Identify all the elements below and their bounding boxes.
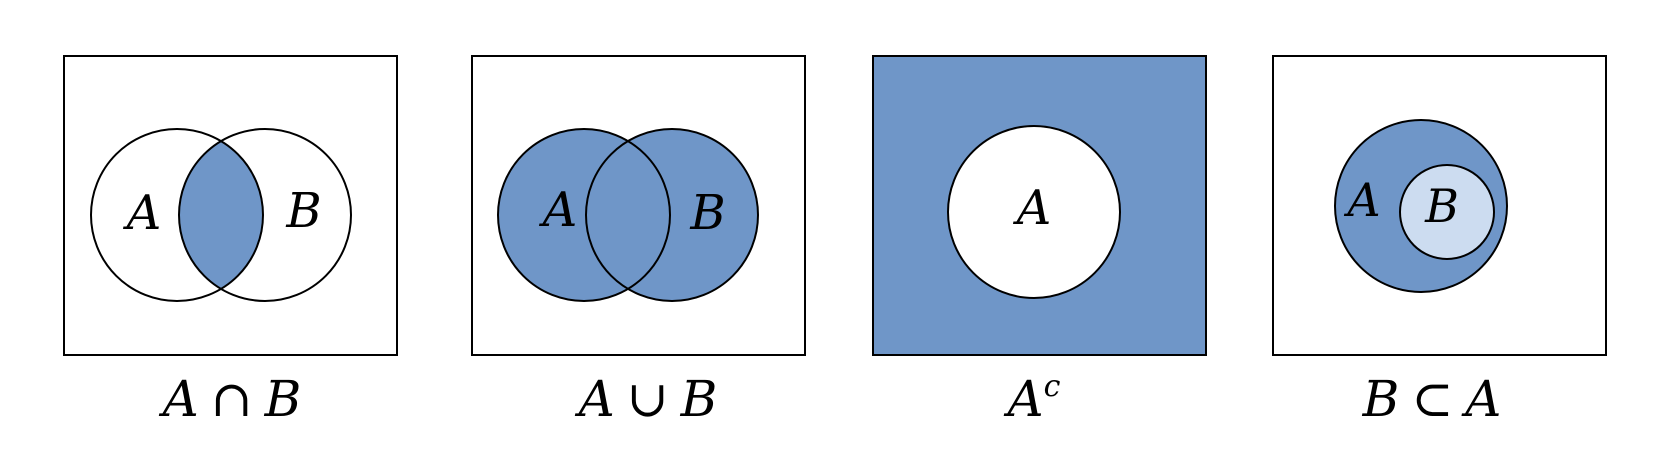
caption-operator: ⊂ (1411, 370, 1453, 428)
set-b-label: B (285, 183, 321, 239)
panel-complement: A Ac (872, 55, 1207, 428)
set-a-circle (497, 128, 671, 302)
set-b-label: B (689, 185, 725, 241)
set-b-circle (1399, 164, 1495, 260)
caption-subset: B⊂A (1362, 370, 1502, 428)
caption-superscript: c (1044, 369, 1061, 404)
set-b-fill (586, 129, 758, 301)
caption-left: B (1362, 370, 1400, 428)
set-b-circle (585, 128, 759, 302)
set-a-label: A (1013, 180, 1052, 236)
caption-left: A (159, 370, 199, 428)
caption-operator: ∩ (211, 370, 253, 428)
set-b-label: B (1424, 179, 1459, 233)
set-a-circle (947, 125, 1121, 299)
set-a-label: A (539, 182, 578, 238)
intersection-region (179, 129, 263, 301)
caption-right: A (1461, 370, 1501, 428)
caption-right: B (680, 370, 718, 428)
caption-union: A∪B (575, 370, 718, 428)
caption-left: A (575, 370, 615, 428)
caption-left: A (1004, 370, 1044, 428)
caption-complement: Ac (1004, 369, 1061, 428)
panel-union: A B A∪B (471, 55, 806, 428)
caption-operator: ∪ (627, 370, 669, 428)
caption-right: B (264, 370, 302, 428)
set-a-circle (90, 128, 264, 302)
set-b-circle (178, 128, 352, 302)
panel-subset: A B B⊂A (1272, 55, 1607, 428)
panel-intersection: A B A∩B (63, 55, 398, 428)
set-a-label: A (1343, 173, 1380, 227)
caption-intersection: A∩B (159, 370, 302, 428)
set-a-label: A (123, 185, 162, 241)
